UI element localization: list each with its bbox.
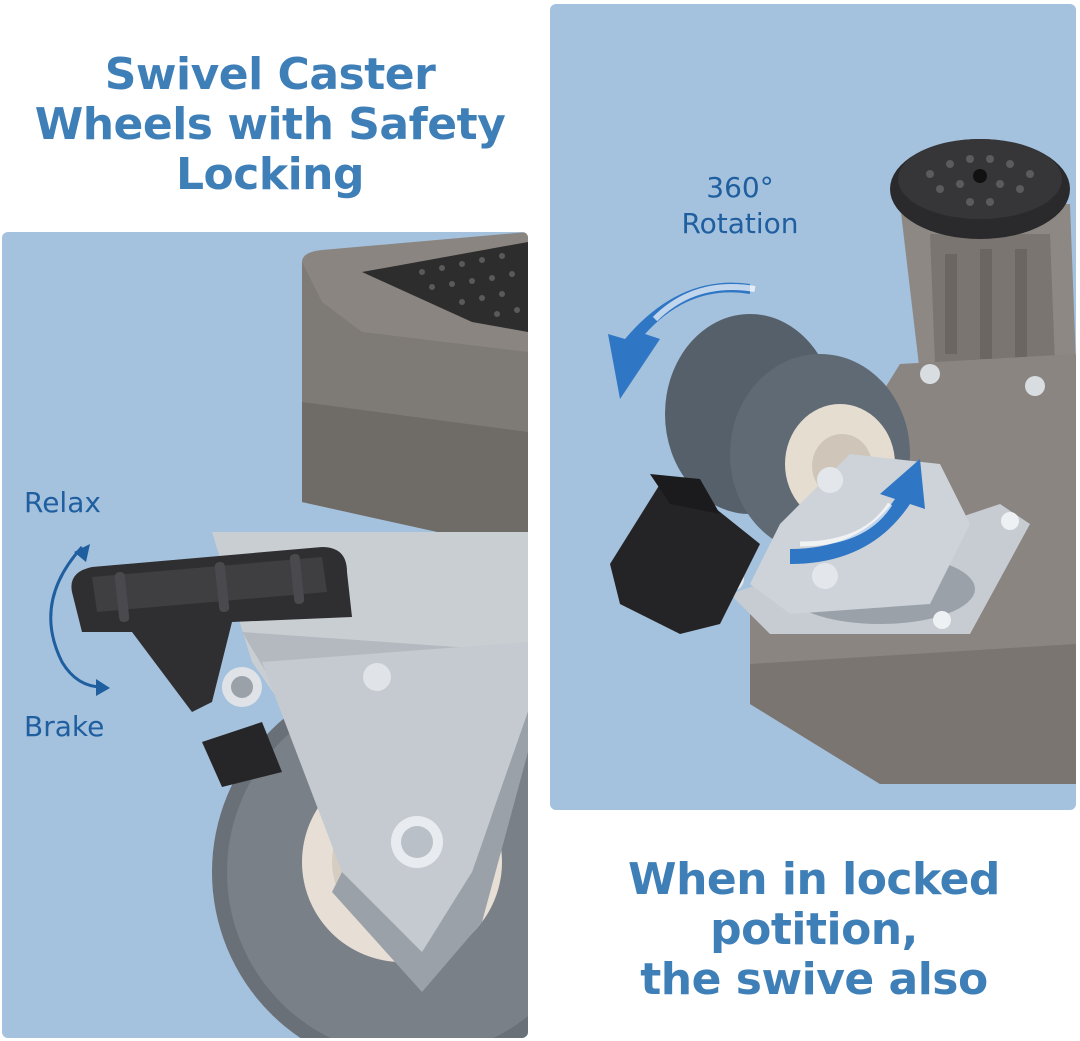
relax-label: Relax [24,486,101,519]
brake-label: Brake [24,710,105,743]
rotation-photo [550,4,1076,810]
rotation-word: Rotation [681,207,799,240]
rotation-label: 360° Rotation [600,170,880,242]
caption-line-3: the swive also [640,954,988,1005]
product-title: Swivel Caster Wheels with Safety Locking [20,50,520,200]
title-line-2: Wheels with Safety [34,99,506,150]
rotation-degree: 360° [706,171,774,204]
title-line-3: Locking [175,149,365,200]
caption-line-2: potition, [710,904,918,955]
locked-position-caption: When in locked potition, the swive also [560,855,1068,1005]
brake-closeup-photo [2,232,528,1038]
caption-line-1: When in locked [628,854,1000,905]
caster-rotation-illustration [608,139,1076,784]
caster-brake-illustration [49,232,528,1038]
title-line-1: Swivel Caster [104,49,436,100]
